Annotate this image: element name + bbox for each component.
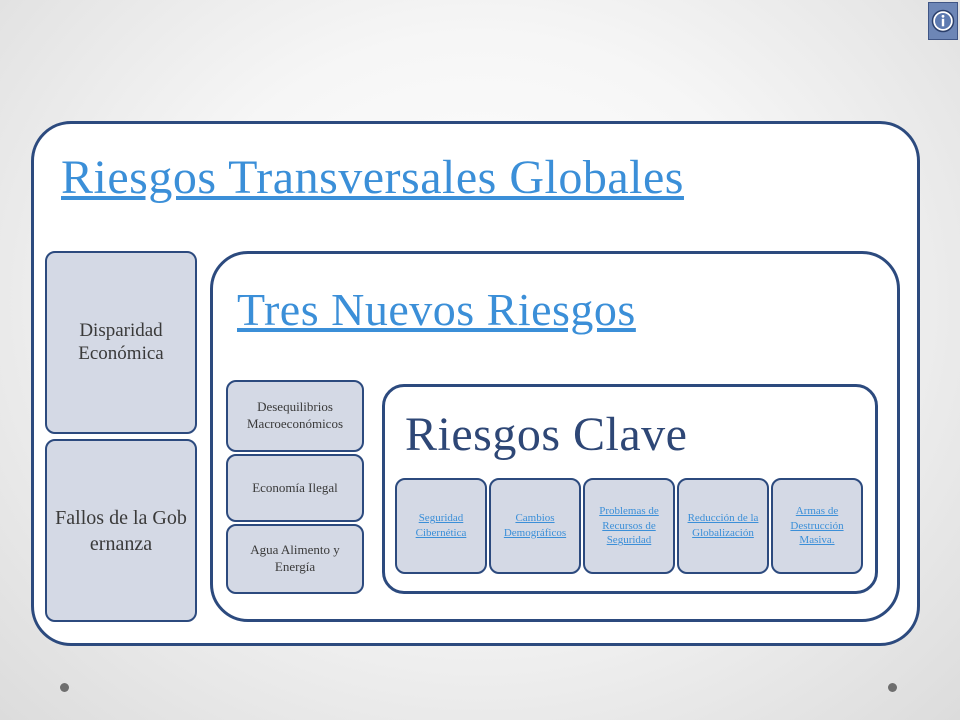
- info-icon: [931, 9, 955, 33]
- risk-link-reduccion-globalizacion[interactable]: Reducción de la Globalización: [687, 512, 759, 539]
- risk-box[interactable]: Problemas de Recursos de Seguridad: [583, 478, 675, 574]
- risk-link-armas-destruccion[interactable]: Armas de Destrucción Masiva.: [790, 504, 844, 547]
- risk-link-seguridad-cibernetica[interactable]: Seguridad Cibernética: [415, 512, 467, 539]
- box-disparidad-economica: Disparidad Económica: [45, 251, 197, 434]
- subtitle-link[interactable]: Tres Nuevos Riesgos: [237, 284, 636, 335]
- risk-box[interactable]: Seguridad Cibernética: [395, 478, 487, 574]
- decorative-dot-left: [60, 683, 69, 692]
- box-desequilibrios: Desequilibrios Macroeconómicos: [226, 380, 364, 452]
- key-risks-title: Riesgos Clave: [405, 408, 688, 461]
- risk-box[interactable]: Armas de Destrucción Masiva.: [771, 478, 863, 574]
- risk-link-problemas-recursos[interactable]: Problemas de Recursos de Seguridad: [599, 504, 659, 547]
- box-economia-ilegal: Economía Ilegal: [226, 454, 364, 522]
- info-button[interactable]: [928, 2, 958, 40]
- risk-box[interactable]: Reducción de la Globalización: [677, 478, 769, 574]
- box-agua-alimento-energia: Agua Alimento y Energía: [226, 524, 364, 594]
- decorative-dot-right: [888, 683, 897, 692]
- title-link[interactable]: Riesgos Transversales Globales: [61, 151, 684, 204]
- risk-link-cambios-demograficos[interactable]: Cambios Demográficos: [503, 512, 567, 539]
- box-fallos-gobernanza: Fallos de la Gobernanza: [45, 439, 197, 622]
- risk-box[interactable]: Cambios Demográficos: [489, 478, 581, 574]
